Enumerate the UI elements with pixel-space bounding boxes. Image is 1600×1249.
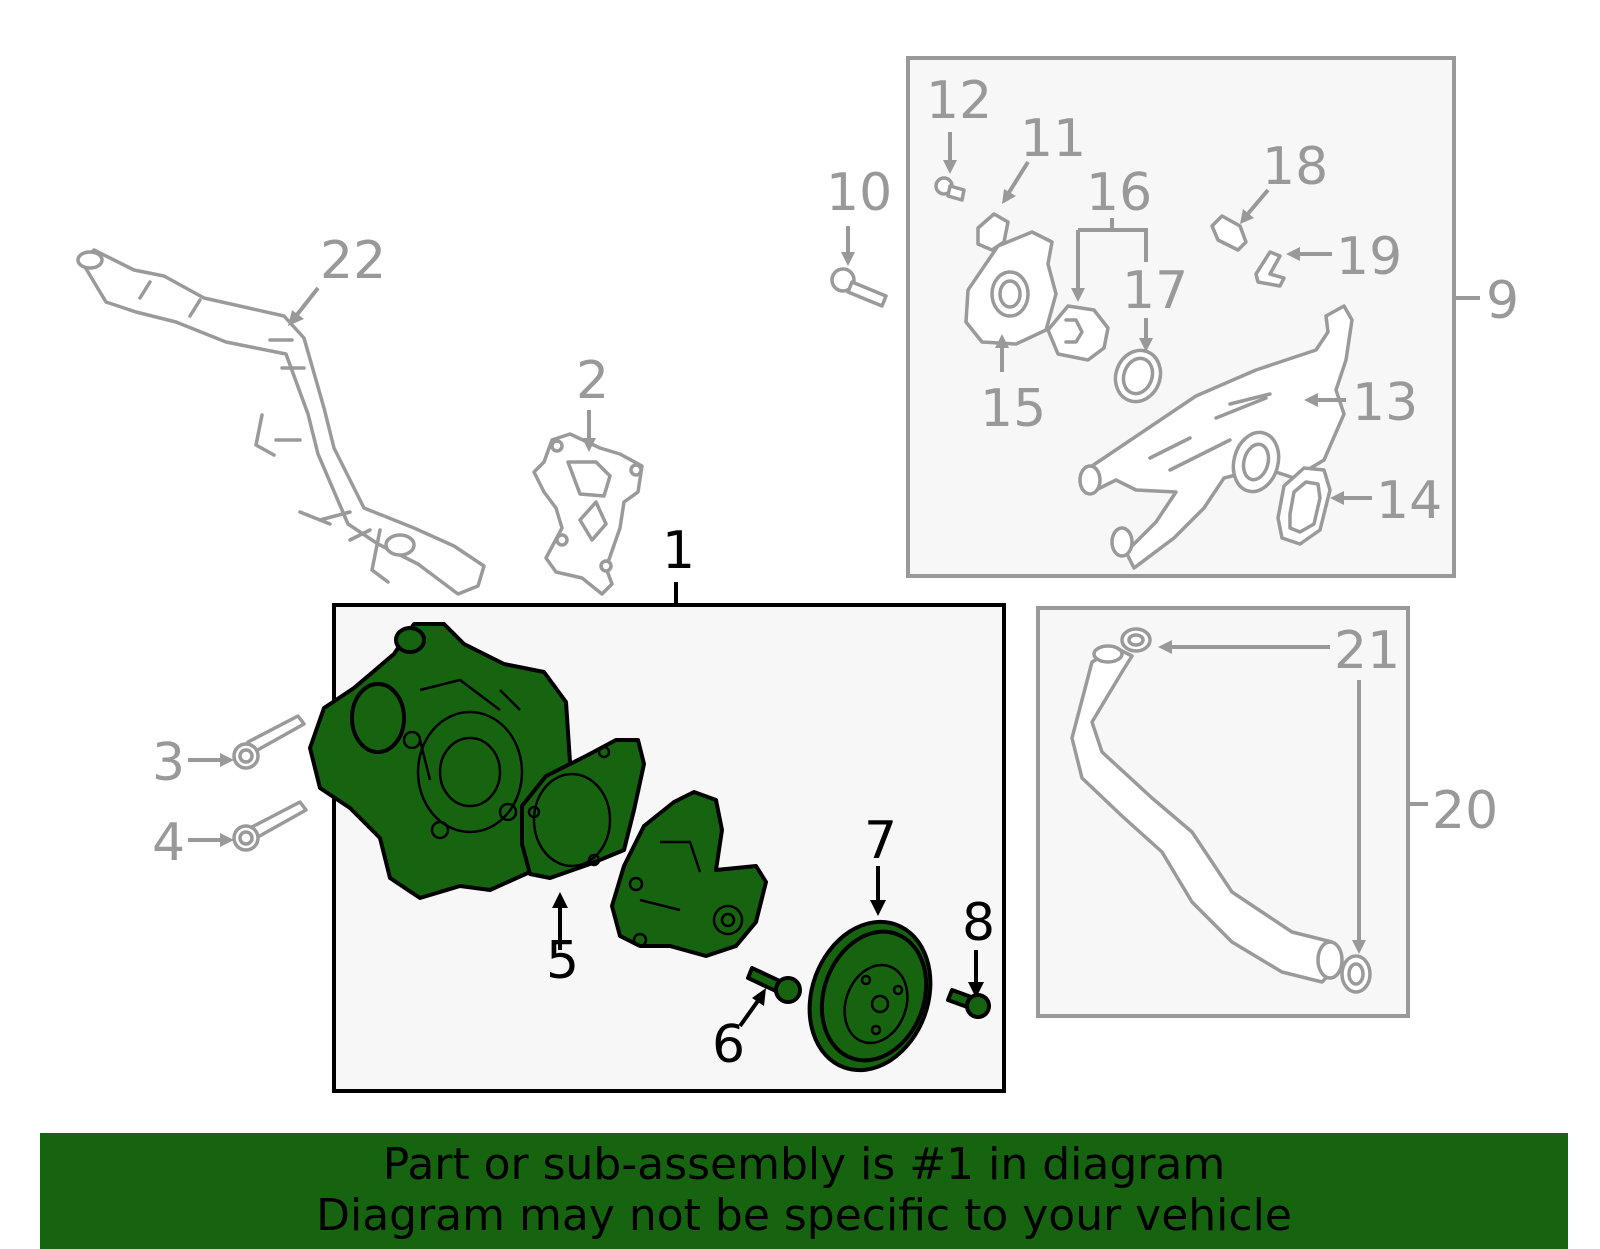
callout-11[interactable]: 11 <box>1020 109 1086 169</box>
part-21-o-ring-bottom[interactable] <box>1340 954 1372 994</box>
callout-6[interactable]: 6 <box>712 1015 745 1075</box>
part-1-water-pump-body[interactable] <box>308 622 572 900</box>
part-8-bolt[interactable] <box>946 988 991 1019</box>
part-5-gasket[interactable] <box>520 738 646 880</box>
part-12-bolt[interactable] <box>934 176 966 202</box>
part-17-o-ring[interactable] <box>1108 344 1167 408</box>
part-18-sensor[interactable] <box>1210 214 1248 252</box>
part-7-pulley[interactable] <box>790 905 951 1088</box>
part-21-o-ring-top[interactable] <box>1120 627 1152 653</box>
part-13-outlet-housing[interactable] <box>1078 304 1354 570</box>
callout-19[interactable]: 19 <box>1336 227 1402 287</box>
callout-22[interactable]: 22 <box>320 231 386 291</box>
part-2-gasket[interactable] <box>532 432 644 596</box>
callout-18[interactable]: 18 <box>1262 137 1328 197</box>
part-10-bolt[interactable] <box>830 267 888 308</box>
part-6-bolt[interactable] <box>746 966 802 1004</box>
callout-7[interactable]: 7 <box>864 811 897 871</box>
callout-5[interactable]: 5 <box>546 931 579 991</box>
callout-20[interactable]: 20 <box>1432 781 1498 841</box>
part-15-thermostat-cover[interactable] <box>964 230 1058 346</box>
part-16-thermostat[interactable] <box>1046 304 1110 362</box>
part-3-bolt[interactable] <box>232 714 306 770</box>
banner-line-2: Diagram may not be specific to your vehi… <box>316 1190 1292 1241</box>
callout-9[interactable]: 9 <box>1486 271 1519 331</box>
callout-2[interactable]: 2 <box>576 351 609 411</box>
callout-21[interactable]: 21 <box>1334 621 1400 681</box>
part-14-gasket[interactable] <box>1276 466 1332 546</box>
callout-3[interactable]: 3 <box>152 733 185 793</box>
part-22-coolant-pipe[interactable] <box>76 248 486 596</box>
callout-13[interactable]: 13 <box>1352 373 1418 433</box>
callout-4[interactable]: 4 <box>152 813 185 873</box>
callout-14[interactable]: 14 <box>1376 471 1442 531</box>
callout-1[interactable]: 1 <box>662 521 695 581</box>
callout-17[interactable]: 17 <box>1122 261 1188 321</box>
banner-line-1: Part or sub-assembly is #1 in diagram <box>382 1139 1226 1190</box>
info-banner: Part or sub-assembly is #1 in diagram Di… <box>40 1133 1568 1249</box>
part-4-bolt[interactable] <box>232 800 308 852</box>
part-19-clip[interactable] <box>1254 250 1286 288</box>
callout-16[interactable]: 16 <box>1086 163 1152 223</box>
callout-8[interactable]: 8 <box>962 893 995 953</box>
callout-15[interactable]: 15 <box>980 379 1046 439</box>
part-1-pump-housing[interactable] <box>610 790 768 958</box>
callout-12[interactable]: 12 <box>926 71 992 131</box>
callout-10[interactable]: 10 <box>826 163 892 223</box>
part-20-hose[interactable] <box>1070 644 1344 984</box>
